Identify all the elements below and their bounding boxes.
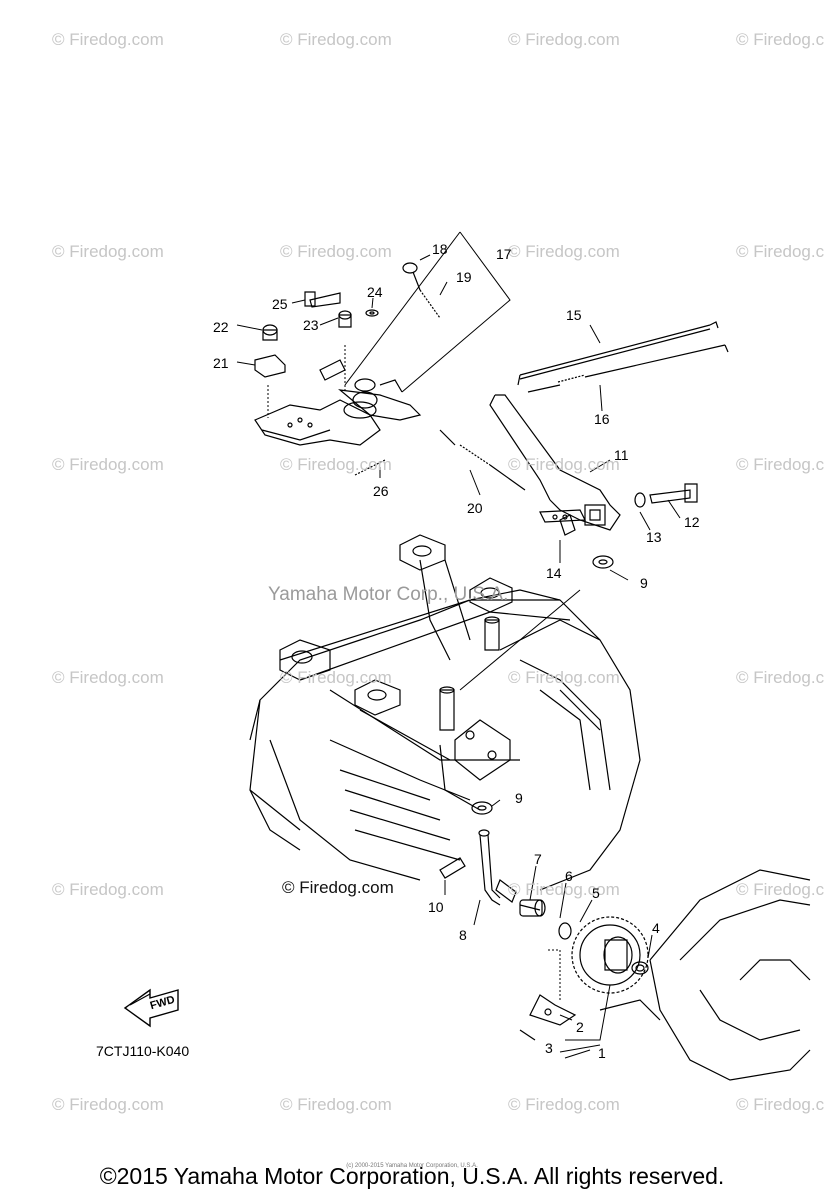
callout-19: 19 <box>456 269 472 285</box>
bolt-12 <box>635 484 697 507</box>
watermark-firedog: © Firedog.com <box>736 1095 824 1114</box>
callout-15: 15 <box>566 307 582 323</box>
watermark-yamaha: Yamaha Motor Corp., U.S.A. <box>268 584 509 605</box>
watermark-firedog: © Firedog.com <box>508 455 620 474</box>
watermark-firedog: © Firedog.com <box>52 880 164 899</box>
footer-small-copyright: (c) 2000-2015 Yamaha Motor Corporation, … <box>346 1163 478 1169</box>
callout-8: 8 <box>459 927 467 943</box>
diagram-code: 7CTJ110-K040 <box>96 1043 190 1059</box>
callout-14: 14 <box>546 565 562 581</box>
callout-18: 18 <box>432 241 448 257</box>
watermark-firedog: © Firedog.com <box>508 242 620 261</box>
footer-copyright: ©2015 Yamaha Motor Corporation, U.S.A. A… <box>99 1163 725 1189</box>
fwd-arrow <box>125 990 178 1026</box>
rods <box>518 322 728 392</box>
watermark-firedog: © Firedog.com <box>508 880 620 899</box>
callout-5: 5 <box>592 885 600 901</box>
callout-26: 26 <box>373 483 389 499</box>
throttle-lever <box>490 395 620 535</box>
callout-23: 23 <box>303 317 319 333</box>
callout-6: 6 <box>565 868 573 884</box>
callout-10: 10 <box>428 899 444 915</box>
watermark-firedog: © Firedog.com <box>508 30 620 49</box>
watermark-firedog: © Firedog.com <box>52 30 164 49</box>
callout-16: 16 <box>594 411 610 427</box>
callout-13: 13 <box>646 529 662 545</box>
watermark-firedog: © Firedog.com <box>508 1095 620 1114</box>
watermark-firedog: © Firedog.com <box>280 242 392 261</box>
callout-20: 20 <box>467 500 483 516</box>
callout-21: 21 <box>213 355 229 371</box>
watermark-firedog-dark: © Firedog.com <box>282 878 394 897</box>
callout-1: 1 <box>598 1045 606 1061</box>
control-bracket <box>255 263 525 490</box>
watermark-firedog: © Firedog.com <box>736 668 824 687</box>
callout-9-upper: 9 <box>640 575 648 591</box>
watermark-firedog: © Firedog.com <box>52 455 164 474</box>
callout-9-lower: 9 <box>515 790 523 806</box>
watermark-firedog: © Firedog.com <box>736 455 824 474</box>
watermark-firedog: © Firedog.com <box>280 1095 392 1114</box>
watermark-firedog: © Firedog.com <box>52 242 164 261</box>
watermark-firedog: © Firedog.com <box>280 30 392 49</box>
flywheel-housing <box>600 870 810 1080</box>
callout-4: 4 <box>652 920 660 936</box>
callout-2: 2 <box>576 1019 584 1035</box>
callout-7: 7 <box>534 851 542 867</box>
watermark-firedog: © Firedog.com <box>508 668 620 687</box>
leader-lines <box>237 232 680 1058</box>
watermark-firedog: © Firedog.com <box>736 242 824 261</box>
callout-17: 17 <box>496 246 512 262</box>
watermark-firedog: © Firedog.com <box>280 455 392 474</box>
watermark-firedog: © Firedog.com <box>52 1095 164 1114</box>
callout-22: 22 <box>213 319 229 335</box>
callout-25: 25 <box>272 296 288 312</box>
watermark-firedog: © Firedog.com <box>736 30 824 49</box>
callout-24: 24 <box>367 284 383 300</box>
callout-11: 11 <box>614 447 629 463</box>
watermark-firedog: © Firedog.com <box>52 668 164 687</box>
callout-12: 12 <box>684 514 700 530</box>
callout-3: 3 <box>545 1040 553 1056</box>
watermark-firedog: © Firedog.com <box>736 880 824 899</box>
watermark-firedog: © Firedog.com <box>280 668 392 687</box>
